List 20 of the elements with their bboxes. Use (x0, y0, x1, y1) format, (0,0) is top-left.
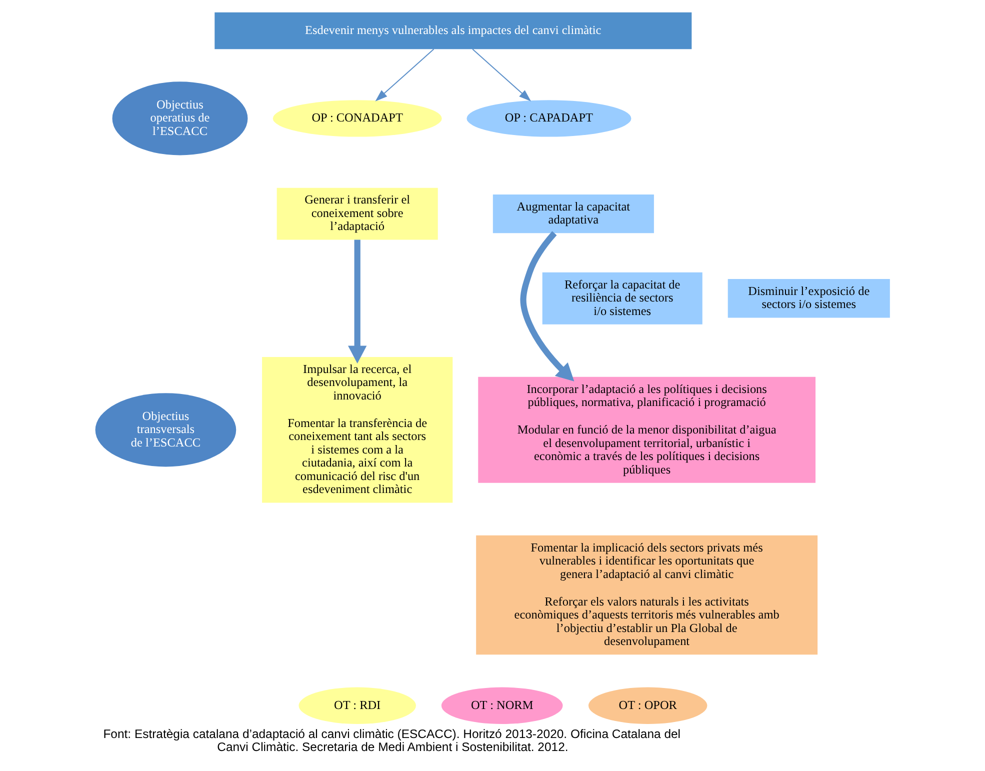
node-box: Impulsar la recerca, el desenvolupament, la innovació Fomentar la transferència de coneixement tant als sectors i sistemes com a la ciutadania, així com la comunicació del risc d'un esdeveniment climàtic (262, 357, 453, 503)
caption: Font: Estratègia catalana d’adaptació al canvi climàtic (ESCACC). Horitzó 2013-2020. Oficina Catalana del Canvi Climàtic. Secretaria de Medi Ambient i Sostenibilitat. 2012. (103, 726, 681, 754)
arrow (520, 231, 574, 382)
node-ellipse: OT : RDI (298, 687, 416, 724)
node-ellipse: OP : CONADAPT (272, 100, 442, 137)
node-ellipse: OT : NORM (441, 687, 563, 724)
node-box: Incorporar l’adaptació a les polítiques i decisions públiques, normativa, planificació i programació Modular en funció de la menor disponibilitat d’aigua el desenvolupament territorial, urbanístic i econòmic a través de les polítiques i decisions públiques (478, 376, 816, 483)
arrow (472, 48, 532, 102)
node-ellipse: Objectius transversals de l’ESCACC (95, 393, 236, 467)
arrow (348, 240, 367, 364)
node-box: Fomentar la implicació dels sectors privats més vulnerables i identificar les oportunitats que genera l’adaptació al canvi climàtic Reforçar els valors naturals i les activitats econòmiques d’aquests territoris més vulnerables amb l’objectiu d’establir un Pla Global de desenvolupament (476, 535, 818, 655)
node-box: Esdevenir menys vulnerables als impactes del canvi climàtic (214, 12, 692, 50)
arrow (375, 48, 434, 102)
node-ellipse: OT : OPOR (588, 687, 708, 724)
node-box: Augmentar la capacitat adaptativa (492, 194, 654, 234)
node-box: Reforçar la capacitat de resiliència de sectors i/o sistemes (542, 272, 702, 324)
node-ellipse: OP : CAPADAPT (466, 100, 632, 137)
node-box: Disminuir l’exposició de sectors i/o sistemes (728, 279, 890, 318)
node-box: Generar i transferir el coneixement sobre l’adaptació (276, 188, 438, 240)
node-ellipse: Objectius operatius de l’ESCACC (112, 82, 248, 156)
